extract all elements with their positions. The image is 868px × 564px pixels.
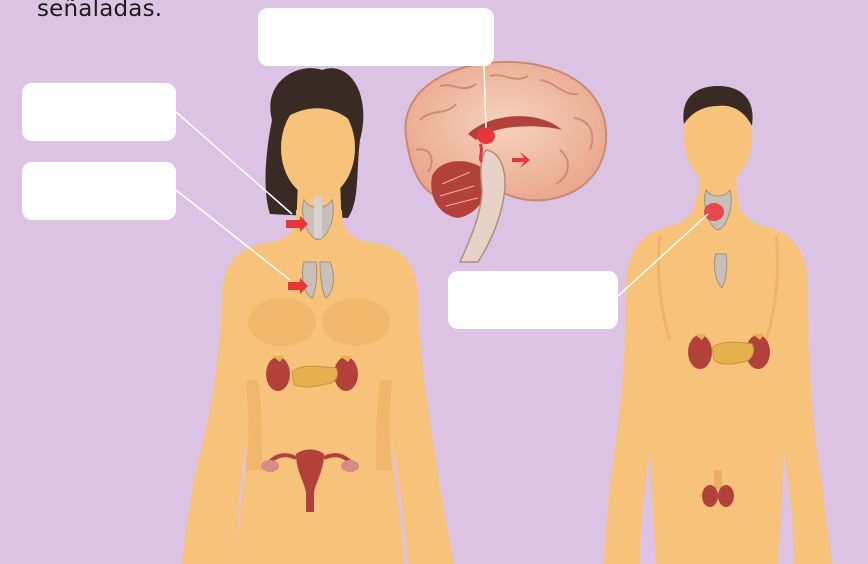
label-box-right[interactable] bbox=[448, 271, 618, 329]
male-pancreas bbox=[712, 342, 754, 364]
male-body bbox=[604, 196, 832, 564]
male-kidney-left bbox=[688, 335, 712, 369]
label-box-left-upper[interactable] bbox=[22, 83, 176, 141]
label-box-brain[interactable] bbox=[258, 8, 494, 66]
female-kidney-left bbox=[266, 357, 290, 391]
female-body bbox=[182, 210, 454, 564]
male-figure bbox=[604, 86, 832, 564]
brain-section bbox=[405, 62, 606, 262]
instruction-text: señaladas. bbox=[37, 0, 162, 22]
female-ovary-left bbox=[261, 460, 279, 472]
brain-hypothalamus bbox=[477, 128, 495, 144]
male-testis-left bbox=[702, 485, 718, 507]
male-thyroid-marker bbox=[704, 203, 724, 221]
label-box-left-lower[interactable] bbox=[22, 162, 176, 220]
female-ovary-right bbox=[341, 460, 359, 472]
male-testis-right bbox=[718, 485, 734, 507]
